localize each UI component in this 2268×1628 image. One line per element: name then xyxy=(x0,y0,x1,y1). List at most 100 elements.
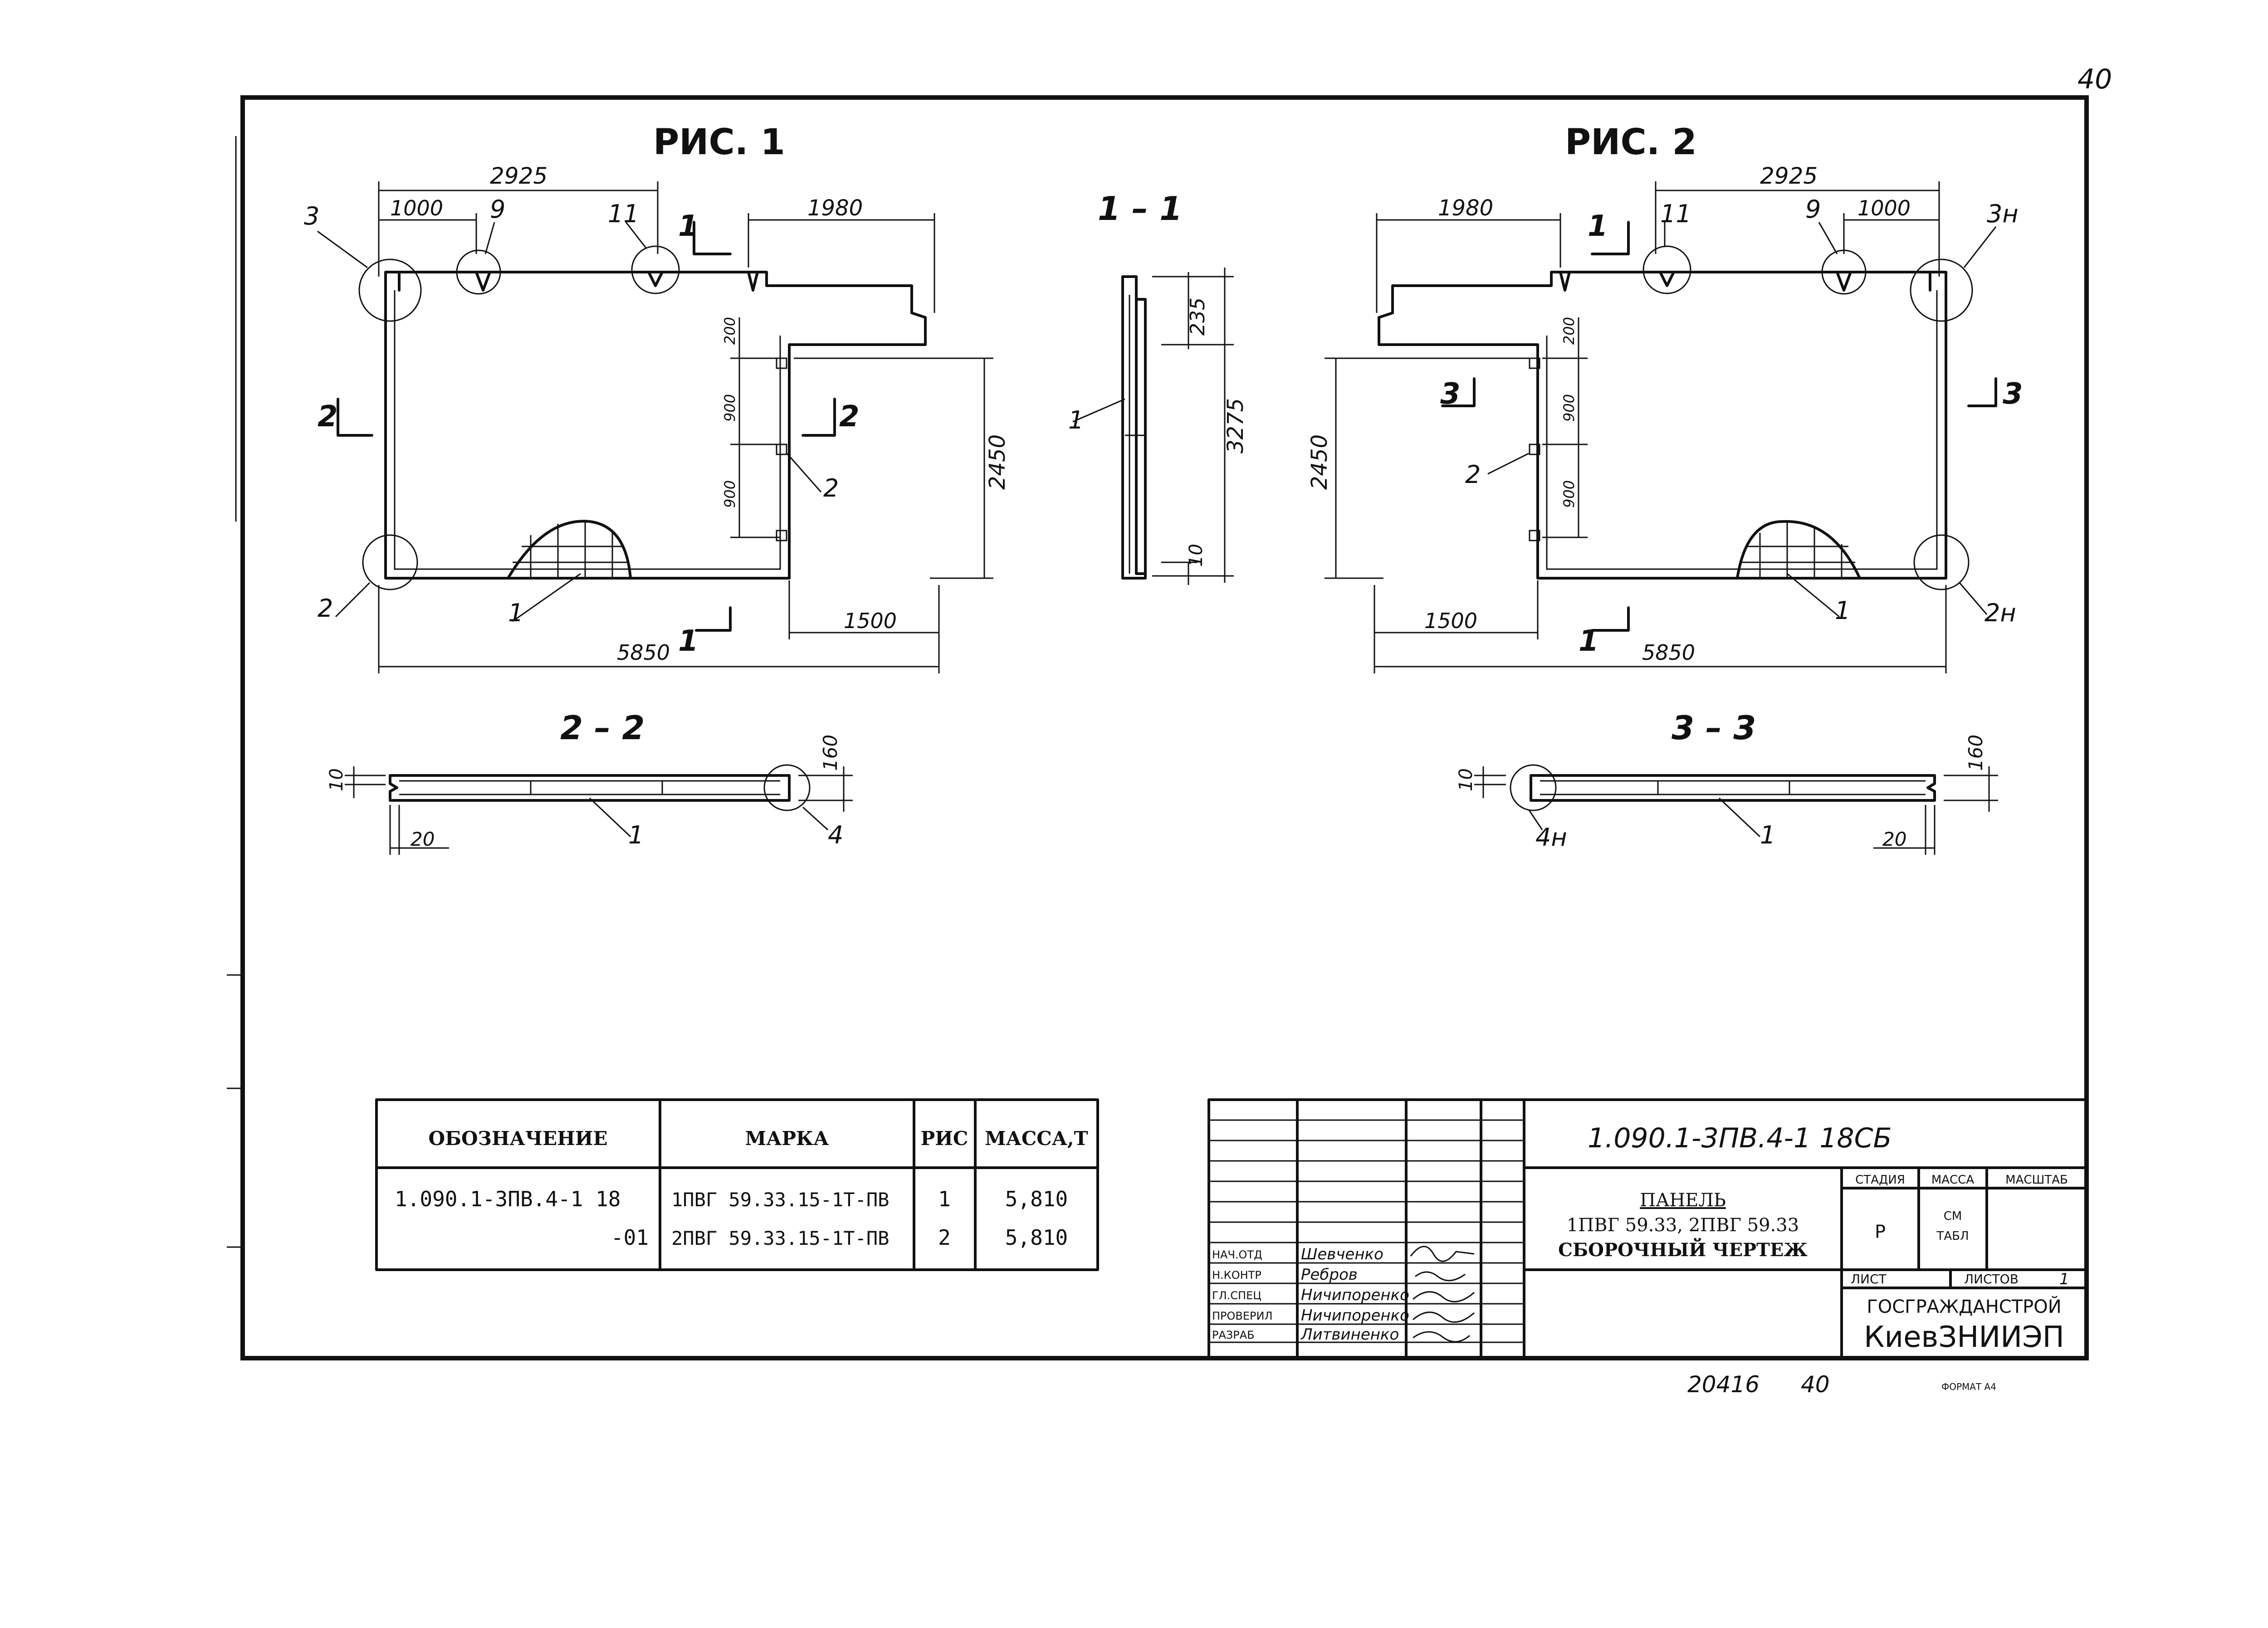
fig2-panel-inner xyxy=(1546,290,1938,570)
sec33-callout-circle xyxy=(1510,764,1557,811)
title-line-2: 1ПВГ 59.33, 2ПВГ 59.33 xyxy=(1567,1215,1799,1236)
fig2-dim-1980: 1980 xyxy=(1438,195,1493,221)
fig2-cut-1-bottom xyxy=(1591,606,1630,632)
title-line-1: ПАНЕЛЬ xyxy=(1640,1190,1726,1211)
signer-name-5: Литвиненко xyxy=(1300,1326,1399,1344)
footer-inventory: 20416 xyxy=(1687,1371,1760,1398)
fig2-callout-3n: 3н xyxy=(1987,200,2019,228)
fig1-dim-900a: 900 xyxy=(721,394,738,422)
title-block-main-grid xyxy=(1523,1166,2088,1360)
figure-2: РИС. 2 3н 9 11 2н 1 2 2925 1980 1000 245… xyxy=(1307,122,2023,673)
fig2-dim-1500: 1500 xyxy=(1424,609,1477,633)
fig1-leader-11 xyxy=(625,222,647,249)
sec22-dim-160: 160 xyxy=(819,735,841,771)
sec22-dim-20: 20 xyxy=(411,828,435,850)
fig1-bottom-dims xyxy=(378,580,940,673)
spec-row2-mark: 2ПВГ 59.33.15-1Т-ПВ xyxy=(671,1227,889,1249)
fig1-leader-3 xyxy=(317,230,368,268)
sec22-leader-4 xyxy=(802,806,829,831)
fig1-callout-2: 2 xyxy=(318,594,333,623)
fig2-leader-9 xyxy=(1818,222,1838,254)
fig2-callout-circle-2n xyxy=(1913,534,1970,590)
spec-row1-fig: 1 xyxy=(938,1187,951,1211)
fig2-dim-1000: 1000 xyxy=(1857,196,1911,220)
fig2-panel-outline xyxy=(1378,271,1947,580)
col-mass: МАССА xyxy=(1931,1173,1975,1187)
fig2-connector-b xyxy=(1529,444,1540,455)
fig1-cut-1-top xyxy=(693,221,732,255)
fig2-cut-1-top xyxy=(1591,221,1630,255)
mass-value-line-1: СМ xyxy=(1944,1209,1962,1223)
spec-row1-mass: 5,810 xyxy=(1005,1187,1068,1211)
sec33-dims xyxy=(1474,766,1998,855)
signer-role-4: ПРОВЕРИЛ xyxy=(1212,1310,1273,1322)
fig1-callout-1: 1 xyxy=(508,599,523,627)
fig2-dim-200: 200 xyxy=(1560,317,1578,345)
fig1-connector-b xyxy=(776,444,787,455)
sec33-leader-4n xyxy=(1528,809,1543,830)
fig1-callout-circle-9 xyxy=(456,249,501,295)
footer-page: 40 xyxy=(1801,1371,1830,1398)
fig2-cut3-right-label: 3 xyxy=(2003,377,2023,411)
fig1-cut1-bottom-label: 1 xyxy=(678,624,699,658)
sec33-callout-1: 1 xyxy=(1760,821,1775,849)
fig2-insulation-grid xyxy=(1742,522,1855,578)
sec22-title: 2 – 2 xyxy=(560,709,645,747)
sec22-callout-circle xyxy=(763,764,811,811)
fig1-callout-2b: 2 xyxy=(823,474,839,502)
fig2-callout-circle-3n xyxy=(1910,258,1973,322)
fig1-cut2-right-label: 2 xyxy=(839,400,860,434)
col-stage: СТАДИЯ xyxy=(1855,1173,1905,1187)
sheets-value: 1 xyxy=(2059,1270,2069,1288)
signature-2 xyxy=(1415,1271,1466,1282)
signer-role-5: РАЗРАБ xyxy=(1212,1329,1255,1341)
org-line-2: КиевЗНИИЭП xyxy=(1864,1321,2064,1354)
sheet-label: ЛИСТ xyxy=(1851,1272,1887,1287)
signature-5 xyxy=(1413,1331,1470,1343)
sec11-leader xyxy=(1072,398,1125,423)
fig1-callout-11: 11 xyxy=(608,200,639,228)
spec-row1-designation: 1.090.1-3ПВ.4-1 18 xyxy=(395,1187,621,1211)
fig2-callout-11: 11 xyxy=(1660,200,1691,228)
fig2-dim-2925: 2925 xyxy=(1760,163,1818,189)
fig1-title: РИС. 1 xyxy=(653,122,785,163)
spec-row2-fig: 2 xyxy=(938,1225,951,1250)
sheet-frame xyxy=(240,95,2089,1360)
signature-3 xyxy=(1413,1291,1475,1302)
section-2-2: 2 – 2 10 160 20 1 4 xyxy=(326,709,853,855)
fig2-dim-2450: 2450 xyxy=(1307,434,1332,490)
fig1-top-dim-lines xyxy=(378,181,935,313)
sec11-profile xyxy=(1121,275,1147,580)
sec22-dim-10: 10 xyxy=(326,768,347,791)
sec11-callout-1: 1 xyxy=(1068,406,1084,434)
col-scale: МАСШТАБ xyxy=(2005,1173,2068,1187)
section-3-3: 3 – 3 10 160 20 1 4н xyxy=(1456,709,1998,855)
sec33-dim-10: 10 xyxy=(1456,768,1476,791)
spec-row2-mass: 5,810 xyxy=(1005,1225,1068,1250)
fig1-vertical-dims xyxy=(730,317,780,538)
fig1-connector-c xyxy=(776,530,787,541)
fig2-title: РИС. 2 xyxy=(1565,122,1697,163)
fig1-dim-2450: 2450 xyxy=(985,434,1010,490)
spec-row2-designation: -01 xyxy=(611,1225,649,1250)
fig1-callout-9: 9 xyxy=(490,195,505,224)
fig1-cut-1-bottom xyxy=(695,606,732,632)
binding-marks xyxy=(227,136,245,1248)
fig1-leader-2 xyxy=(335,582,371,618)
fig2-dim-900b: 900 xyxy=(1560,480,1578,508)
fig2-cut-3-left xyxy=(1441,377,1476,407)
fig1-dim-1500: 1500 xyxy=(844,609,897,633)
fig1-callout-circle-2 xyxy=(362,534,418,590)
fig1-dim-900b: 900 xyxy=(721,480,738,508)
fig2-cut1-bottom-label: 1 xyxy=(1579,624,1599,658)
fig1-dim-5850: 5850 xyxy=(617,640,670,665)
signature-4 xyxy=(1413,1311,1475,1323)
sec11-dim-3275: 3275 xyxy=(1223,398,1248,453)
fig1-callout-3: 3 xyxy=(304,202,319,230)
fig2-leader-2 xyxy=(1487,453,1529,475)
fig1-cut-2-right xyxy=(802,398,836,437)
fig1-leader-1 xyxy=(512,573,581,622)
spec-table-frame xyxy=(375,1098,1099,1271)
fig1-panel-inner xyxy=(394,290,781,570)
